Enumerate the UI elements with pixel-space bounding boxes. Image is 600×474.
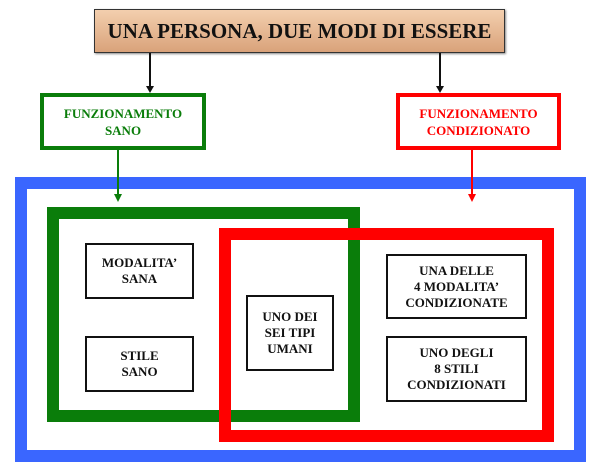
- arrow-title-to-conditioned: [439, 53, 441, 87]
- arrowhead-icon: [436, 86, 444, 93]
- healthy-functioning-heading: FUNZIONAMENTO SANO: [40, 93, 206, 150]
- healthy-style-box: STILE SANO: [85, 336, 194, 392]
- conditioned-heading-text: FUNZIONAMENTO CONDIZIONATO: [419, 105, 538, 138]
- conditioned-frame: [219, 228, 554, 442]
- conditioned-styles-box: UNO DEGLI 8 STILI CONDIZIONATI: [386, 336, 527, 402]
- arrowhead-icon: [468, 194, 476, 202]
- diagram-title: UNA PERSONA, DUE MODI DI ESSERE: [94, 9, 505, 53]
- healthy-frame: [47, 207, 360, 422]
- arrow-healthy-down: [117, 150, 119, 195]
- conditioned-functioning-heading: FUNZIONAMENTO CONDIZIONATO: [396, 93, 561, 150]
- person-container-frame: [15, 177, 586, 462]
- healthy-mode-box: MODALITA’ SANA: [85, 243, 194, 299]
- arrow-title-to-healthy: [149, 53, 151, 87]
- healthy-heading-text: FUNZIONAMENTO SANO: [63, 105, 183, 138]
- arrowhead-icon: [114, 194, 122, 202]
- conditioned-modes-box: UNA DELLE 4 MODALITA’ CONDIZIONATE: [386, 254, 527, 319]
- human-type-box: UNO DEI SEI TIPI UMANI: [246, 295, 334, 371]
- arrow-conditioned-down: [471, 150, 473, 195]
- arrowhead-icon: [146, 86, 154, 93]
